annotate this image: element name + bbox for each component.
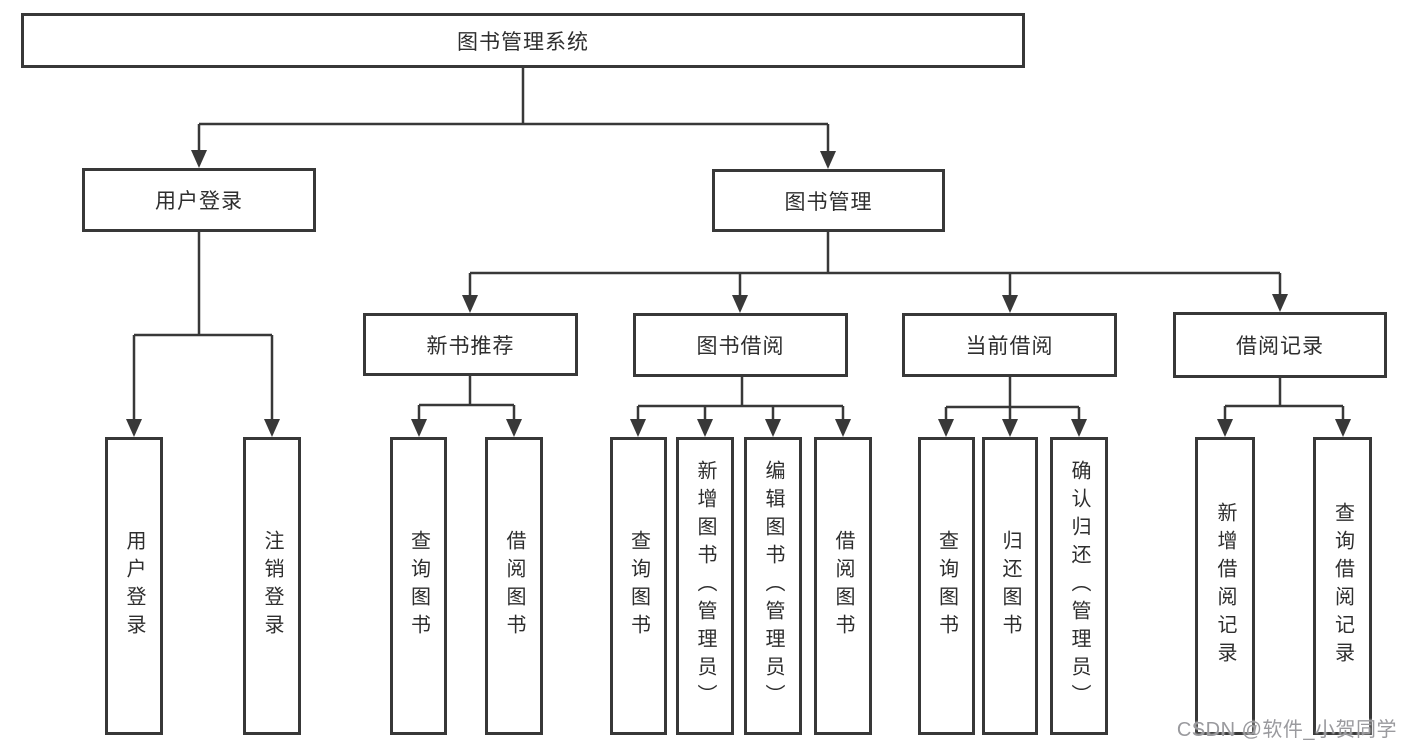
leaf-borrow-borrow: 借阅图书 xyxy=(814,437,872,735)
leaf-user-login-label: 用户登录 xyxy=(123,530,145,642)
node-module-records-label: 借阅记录 xyxy=(1236,335,1324,358)
root-node-label: 图书管理系统 xyxy=(457,30,589,54)
node-module-records: 借阅记录 xyxy=(1173,312,1387,378)
leaf-borrow-borrow-label: 借阅图书 xyxy=(832,530,854,642)
leaf-records-add-label: 新增借阅记录 xyxy=(1214,502,1236,670)
leaf-borrow-query-label: 查询图书 xyxy=(627,530,650,642)
leaf-current-confirm-label: 确认归还（管理员） xyxy=(1068,460,1090,712)
leaf-current-return: 归还图书 xyxy=(982,437,1038,735)
node-book-mgmt-label: 图书管理 xyxy=(784,190,873,214)
leaf-borrow-edit: 编辑图书（管理员） xyxy=(744,437,802,735)
leaf-logout-label: 注销登录 xyxy=(261,530,283,642)
leaf-borrow-edit-label: 编辑图书（管理员） xyxy=(762,460,784,712)
leaf-records-query-label: 查询借阅记录 xyxy=(1331,502,1354,670)
node-module-new-books: 新书推荐 xyxy=(363,313,578,376)
leaf-logout: 注销登录 xyxy=(243,437,301,735)
node-module-borrow: 图书借阅 xyxy=(633,313,848,377)
node-module-borrow-label: 图书借阅 xyxy=(696,335,785,358)
leaf-borrow-add: 新增图书（管理员） xyxy=(676,437,734,735)
node-user-login: 用户登录 xyxy=(82,168,316,232)
node-user-login-label: 用户登录 xyxy=(155,190,243,213)
leaf-borrow-query: 查询图书 xyxy=(610,437,667,735)
leaf-records-add: 新增借阅记录 xyxy=(1195,437,1255,735)
node-module-new-books-label: 新书推荐 xyxy=(426,334,515,358)
leaf-newbooks-query: 查询图书 xyxy=(390,437,447,735)
watermark: CSDN @软件_小贺同学 xyxy=(1176,719,1397,741)
leaf-records-query: 查询借阅记录 xyxy=(1313,437,1372,735)
leaf-newbooks-borrow: 借阅图书 xyxy=(485,437,543,735)
leaf-borrow-add-label: 新增图书（管理员） xyxy=(694,460,716,712)
leaf-newbooks-borrow-label: 借阅图书 xyxy=(503,530,525,642)
leaf-current-query-label: 查询图书 xyxy=(935,530,958,642)
leaf-user-login: 用户登录 xyxy=(105,437,163,735)
leaf-current-confirm: 确认归还（管理员） xyxy=(1050,437,1108,735)
node-module-current-label: 当前借阅 xyxy=(965,335,1054,358)
node-book-mgmt: 图书管理 xyxy=(712,169,945,232)
node-module-current: 当前借阅 xyxy=(902,313,1117,377)
leaf-current-return-label: 归还图书 xyxy=(999,530,1021,642)
leaf-current-query: 查询图书 xyxy=(918,437,975,735)
leaf-newbooks-query-label: 查询图书 xyxy=(407,530,430,642)
root-node: 图书管理系统 xyxy=(21,13,1025,68)
